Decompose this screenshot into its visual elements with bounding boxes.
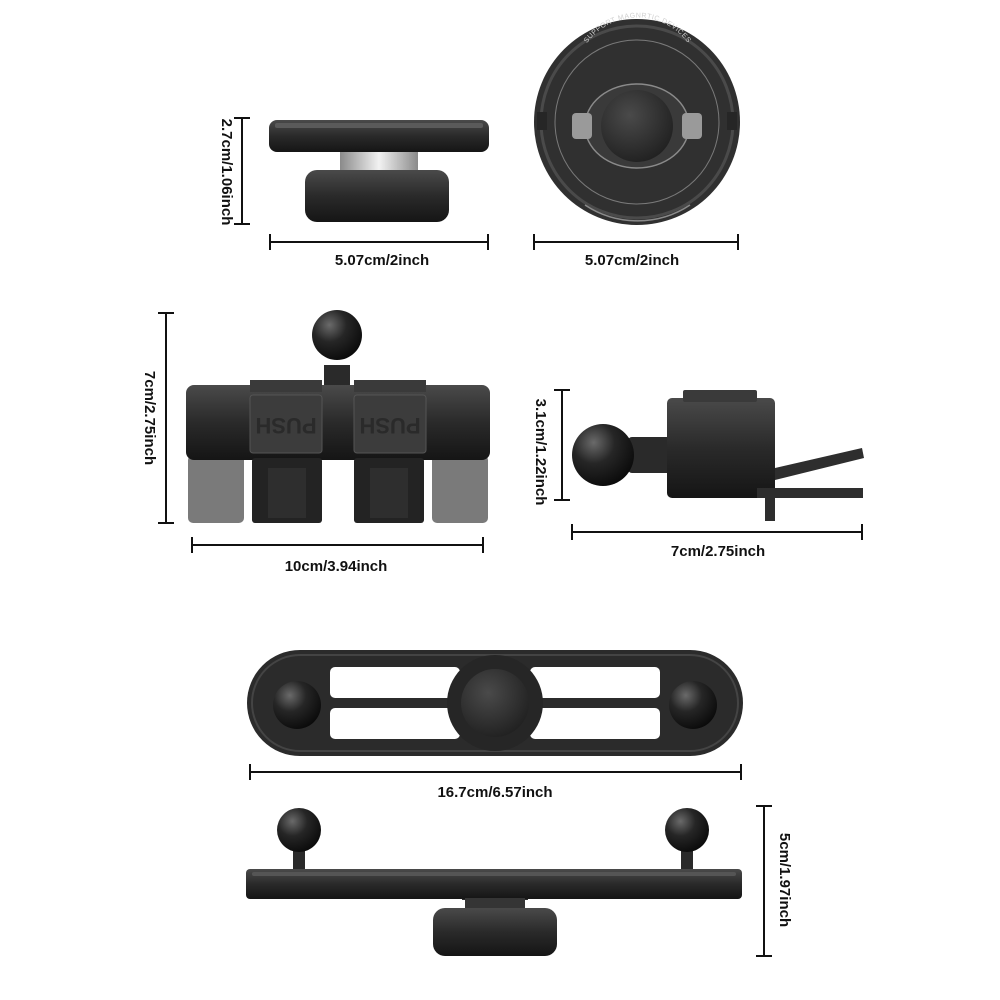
magnet-side-width-label: 5.07cm/2inch <box>335 252 429 269</box>
bar-side-height-label: 5cm/1.97inch <box>776 833 793 927</box>
clip-side-body <box>667 398 775 498</box>
bar-top-ball-right <box>669 681 717 729</box>
bar-side-height-dim <box>756 805 772 957</box>
magnet-top-width-dim <box>533 234 739 250</box>
magnet-ring-center-disc <box>601 90 673 162</box>
magnet-side-knob <box>305 170 449 222</box>
clip-side-height-label: 3.1cm/1.22inch <box>532 399 549 506</box>
clip-side-upper-prong <box>775 448 864 480</box>
clip-front-height-dim <box>158 312 174 524</box>
push-button-left <box>249 394 323 454</box>
bar-top-width-dim <box>249 764 742 780</box>
bar-top-view <box>247 650 743 756</box>
magnet-top-width-label: 5.07cm/2inch <box>585 252 679 269</box>
magnet-side-neck <box>340 152 418 172</box>
bar-side-plate <box>246 869 742 899</box>
clip-side-width-label: 7cm/2.75inch <box>671 543 765 560</box>
magnet-side-width-dim <box>269 234 489 250</box>
magnet-side-height-dim <box>234 117 250 225</box>
clip-side-view <box>572 390 864 521</box>
push-button-right <box>353 394 427 454</box>
bar-top-width-label: 16.7cm/6.57inch <box>437 784 552 801</box>
push-label-right: PUSH <box>359 413 420 438</box>
clip-front-width-label: 10cm/3.94inch <box>285 558 388 575</box>
clip-front-height-label: 7cm/2.75inch <box>141 371 158 465</box>
bar-top-center-disc <box>461 669 529 737</box>
clip-side-lower-prong <box>757 488 863 498</box>
clip-front-width-dim <box>191 537 484 553</box>
push-label-left: PUSH <box>255 413 316 438</box>
magnet-ring-top-view: SUPPORT MAGNRTIC DEVICES <box>534 12 740 225</box>
bar-side-ball-left <box>277 808 321 852</box>
bar-side-view <box>246 808 742 956</box>
clip-front-ball <box>312 310 362 360</box>
bar-side-ball-right <box>665 808 709 852</box>
clip-side-width-dim <box>571 524 863 540</box>
clip-front-view: PUSH PUSH <box>186 310 490 523</box>
bar-side-knob <box>433 908 557 956</box>
magnet-side-plate-edge <box>275 123 483 128</box>
clip-side-ball <box>572 424 634 486</box>
magnet-side-height-label: 2.7cm/1.06inch <box>218 119 235 226</box>
clip-side-height-dim <box>554 389 570 501</box>
clip-front-body <box>186 385 490 460</box>
magnet-side-view <box>269 120 489 222</box>
bar-top-ball-left <box>273 681 321 729</box>
